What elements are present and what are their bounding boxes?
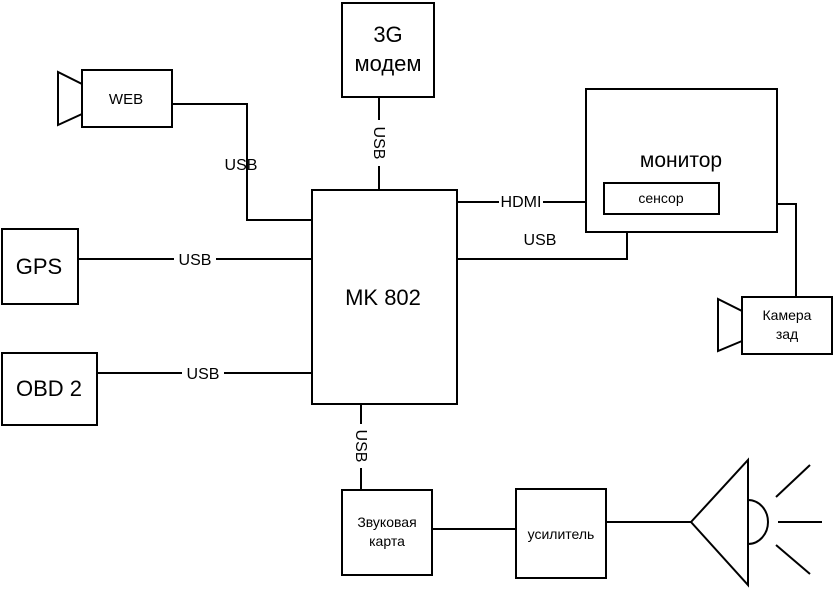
speaker-icon [689,457,822,588]
soundcard-label-line2: карта [369,533,405,549]
sensor-label: сенсор [638,190,683,206]
wire-label-bg-modem [369,120,389,166]
rear-camera-lens-icon [717,297,743,353]
obd-box [1,352,98,426]
gps-label: GPS [16,254,62,279]
wire-label-bg-obd [182,363,224,383]
wire-web-mk [172,103,312,221]
wire-label-bg-gps [174,249,216,269]
wire-label-bg-soundcard [351,424,371,468]
wire-label-bg-hdmi [499,193,543,211]
amplifier-box [515,488,607,579]
wire-label-web-mk: USB [225,157,258,174]
rear-camera-label-line2: зад [776,326,798,342]
rear-camera-label-line1: Камера [763,307,812,323]
modem-label-line2: модем [354,51,421,76]
obd-label: OBD 2 [16,376,82,401]
web-camera-label: WEB [109,91,143,108]
gps-box [1,228,79,305]
wire-label-sensor-mk: USB [524,232,557,249]
wire-label-obd-mk: USB [187,366,220,383]
wire-label-mk-monitor: HDMI [501,194,542,211]
sensor-box [603,182,720,215]
mk802-label: MK 802 [345,285,421,310]
soundcard-label-line1: Звуковая [357,514,416,530]
wire-label-modem-mk: USB [370,127,387,160]
amplifier-label: усилитель [528,526,595,542]
soundcard-box [341,489,433,576]
mk802-box [311,189,458,405]
web-camera-lens-icon [57,70,83,127]
wire-label-gps-mk: USB [179,252,212,269]
monitor-label: монитор [640,149,722,172]
modem-box [341,2,435,98]
wire-label-mk-soundcard: USB [352,430,369,463]
rear-camera-box [741,296,833,355]
wire-monitor-camera [777,203,797,297]
modem-label-line1: 3G [373,22,402,47]
web-camera-box [81,69,173,128]
